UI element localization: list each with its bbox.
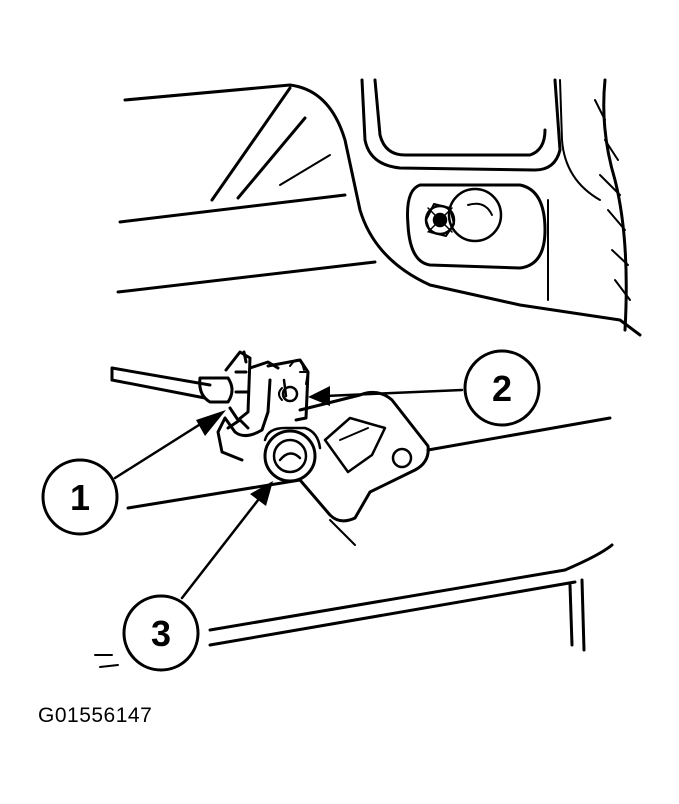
upper-body-panel — [116, 78, 642, 337]
cable-clip — [198, 350, 280, 422]
arrow-head-icon — [308, 386, 330, 406]
callout-3-label: 3 — [151, 613, 171, 654]
leader-1 — [113, 410, 226, 480]
leader-3 — [180, 481, 273, 600]
latch-cable — [110, 366, 212, 400]
leader-2 — [308, 386, 464, 406]
callout-3: 3 — [122, 594, 200, 672]
striker-nut-icon — [424, 203, 456, 237]
callout-1-label: 1 — [70, 477, 90, 518]
callout-2: 2 — [463, 349, 541, 427]
latch-assembly — [216, 358, 612, 546]
striker-slot — [406, 183, 547, 270]
callout-2-label: 2 — [492, 368, 512, 409]
arrow-head-icon — [250, 481, 273, 506]
callout-1: 1 — [41, 458, 119, 536]
figure-id: G01556147 — [38, 704, 153, 727]
retaining-pin — [281, 378, 299, 403]
lock-cylinder — [263, 426, 322, 483]
arrow-head-icon — [196, 410, 226, 436]
